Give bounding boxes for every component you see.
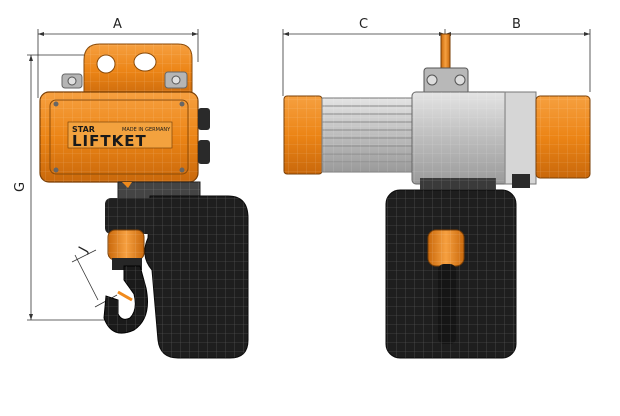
cable-gland-upper [198,108,210,130]
nameplate: STAR MADE IN GERMANY LIFTKET [67,121,173,150]
dimension-label-a: A [113,17,122,32]
dimension-label-j: J [76,244,92,255]
hoist-front-view [283,33,591,359]
hoist-side-view: STAR MADE IN GERMANY LIFTKET [39,43,249,359]
cable-gland-lower [198,140,210,164]
dimension-label-c: C [359,17,368,32]
suspension-hole-left [96,54,116,74]
nameplate-brand: LIFTKET [72,132,147,150]
nameplate-star: STAR [72,125,95,134]
dimension-label-g: G [13,182,28,192]
nameplate-made-in: MADE IN GERMANY [122,127,171,133]
dimension-label-b: B [512,17,521,32]
suspension-hole-right [133,52,157,72]
